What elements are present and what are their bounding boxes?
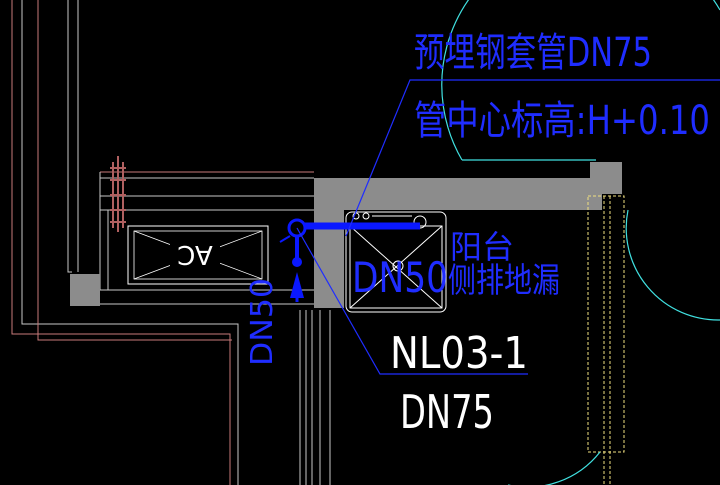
sleeve-annotation-line2: 管中心标高:H+0.10	[414, 98, 710, 144]
column-outline	[587, 195, 625, 485]
wall-blocks	[70, 162, 622, 308]
sleeve-annotation-line1: 预埋钢套管DN75	[414, 30, 652, 76]
drain-type-label: 侧排地漏	[448, 261, 560, 301]
outer-wall-lines	[11, 0, 331, 485]
annotation-leaders	[296, 79, 720, 375]
ac-unit: AC	[127, 225, 269, 285]
ac-unit-label: AC	[177, 239, 212, 269]
drain-size-label: DN50	[352, 253, 448, 302]
riser-id-label: NL03-1	[390, 328, 528, 379]
vertical-pipe-label: DN50	[245, 278, 280, 366]
drain-pipe	[279, 218, 420, 302]
door-swing-arcs	[441, 0, 720, 485]
radiator-symbol	[110, 156, 126, 232]
drain-location-label: 阳台	[450, 228, 514, 266]
riser-size-label: DN75	[400, 385, 494, 439]
